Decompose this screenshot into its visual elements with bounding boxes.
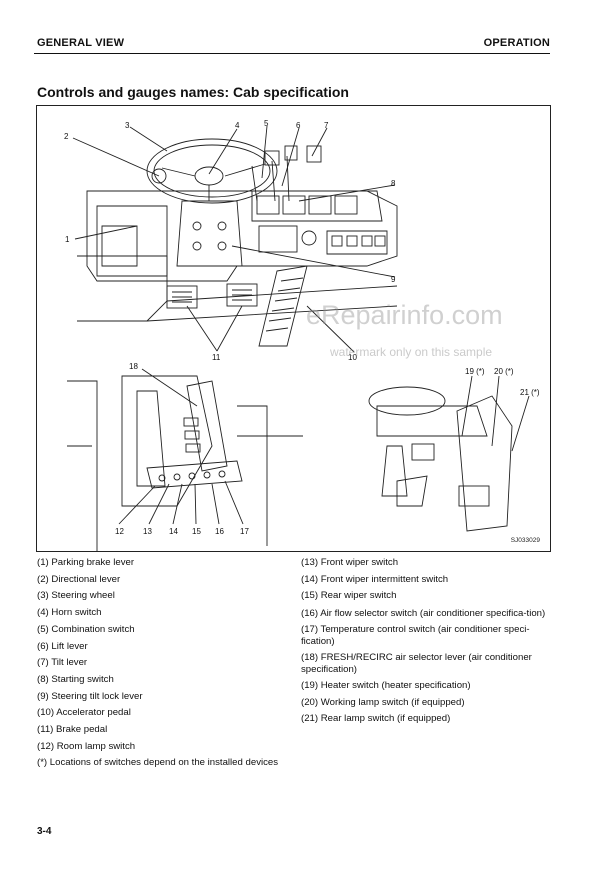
legend-footnote: (*) Locations of switches depend on the …: [37, 757, 279, 769]
legend-left-column: (1) Parking brake lever (2) Directional …: [37, 555, 297, 772]
callout-20: 20 (*): [494, 367, 514, 376]
callout-11: 11: [212, 353, 221, 362]
legend-item: (12) Room lamp switch: [37, 740, 136, 752]
callout-5: 5: [264, 119, 269, 128]
callout-10: 10: [348, 353, 357, 362]
legend-item: (6) Lift lever: [37, 640, 88, 652]
callout-18: 18: [129, 362, 138, 371]
callout-8: 8: [391, 179, 396, 188]
watermark-note: watermark only on this sample: [330, 345, 493, 359]
controls-diagram: 1 2 3 4 5 6 7 8 9 10 11 12 13 14 15 16 1…: [36, 105, 551, 552]
callout-3: 3: [125, 121, 130, 130]
header-section-title: GENERAL VIEW: [37, 37, 125, 49]
callout-1: 1: [65, 235, 70, 244]
legend-item: (17) Temperature control switch (air con…: [301, 624, 530, 647]
callout-2: 2: [64, 132, 69, 141]
legend-item: (11) Brake pedal: [37, 724, 108, 736]
callout-14: 14: [169, 527, 178, 536]
header-chapter-title: OPERATION: [483, 37, 550, 49]
legend-item: (1) Parking brake lever: [37, 557, 135, 568]
legend-item: (13) Front wiper switch: [301, 557, 399, 568]
callout-13: 13: [143, 527, 152, 536]
watermark-logo: eRepairinfo.com: [306, 300, 503, 330]
legend-item: (21) Rear lamp switch (if equipped): [301, 713, 451, 725]
legend-item: (15) Rear wiper switch: [301, 590, 397, 602]
figure-code: SJ033029: [510, 537, 540, 544]
page-number: 3-4: [37, 826, 52, 837]
legend-item: (8) Starting switch: [37, 673, 114, 685]
callout-12: 12: [115, 527, 124, 536]
page-title: Controls and gauges names: Cab specifica…: [37, 84, 349, 100]
callout-6: 6: [296, 121, 301, 130]
legend-item: (14) Front wiper intermittent switch: [301, 573, 449, 585]
callout-16: 16: [215, 527, 224, 536]
legend-item: (16) Air flow selector switch (air condi…: [301, 607, 546, 619]
callout-9: 9: [391, 275, 396, 284]
legend-item: (7) Tilt lever: [37, 657, 88, 669]
legend-item: (18) FRESH/RECIRC air selector lever (ai…: [301, 652, 532, 675]
callout-15: 15: [192, 527, 201, 536]
legend-item: (20) Working lamp switch (if equipped): [301, 696, 465, 708]
callout-21: 21 (*): [520, 388, 540, 397]
legend-item: (2) Directional lever: [37, 573, 121, 585]
legend-right-column: (13) Front wiper switch (14) Front wiper…: [301, 555, 556, 728]
callout-17: 17: [240, 527, 249, 536]
callout-7: 7: [324, 121, 329, 130]
callout-4: 4: [235, 121, 240, 130]
legend-item: (19) Heater switch (heater specification…: [301, 680, 471, 692]
legend-item: (5) Combination switch: [37, 623, 135, 635]
legend-item: (9) Steering tilt lock lever: [37, 690, 143, 702]
callout-19: 19 (*): [465, 367, 485, 376]
legend-item: (10) Accelerator pedal: [37, 707, 131, 719]
header-rule: [34, 53, 550, 54]
legend-item: (3) Steering wheel: [37, 590, 115, 602]
diagram-drawing: 1 2 3 4 5 6 7 8 9 10 11 12 13 14 15 16 1…: [64, 119, 540, 551]
legend-item: (4) Horn switch: [37, 607, 102, 619]
